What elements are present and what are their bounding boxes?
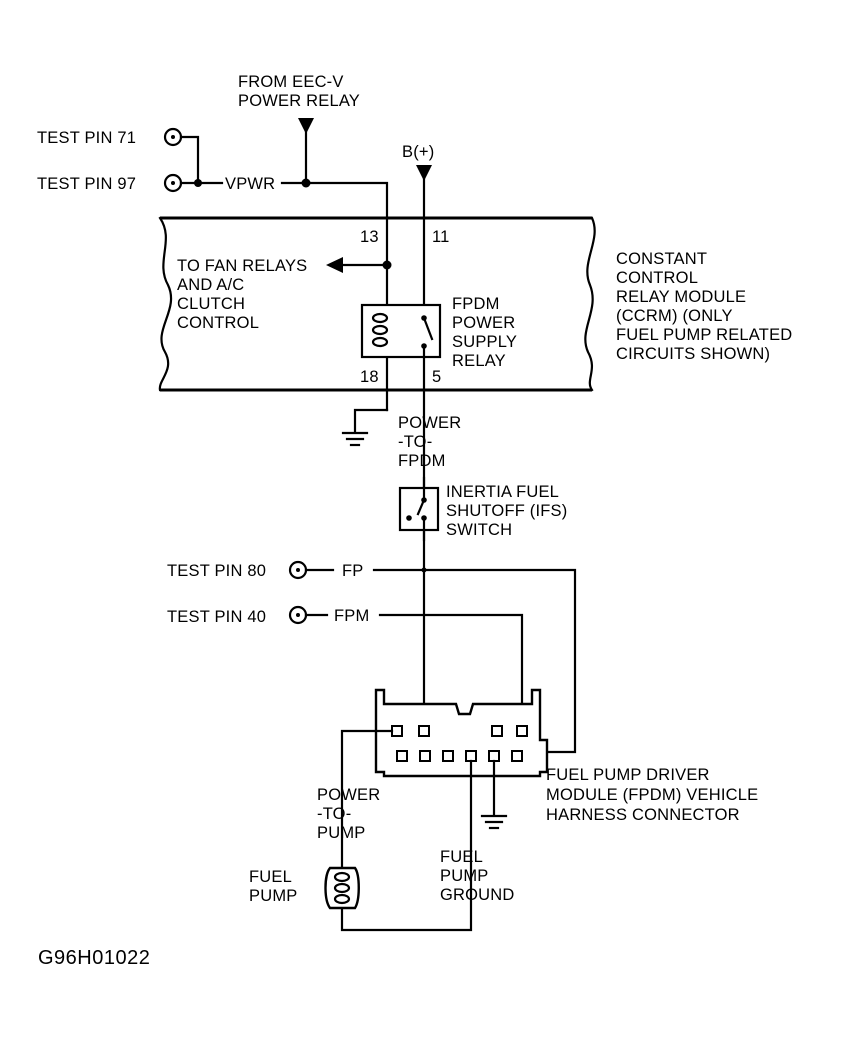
- ccrm-label-line4: (CCRM) (ONLY: [616, 307, 733, 325]
- fp-label: FP: [342, 562, 363, 580]
- ccrm-pin-11: 11: [432, 228, 450, 246]
- pump-ground-line1: FUEL: [440, 848, 483, 866]
- ccrm-label-line3: RELAY MODULE: [616, 288, 746, 306]
- power-to-pump-wire: [340, 729, 394, 868]
- fan-relays-line1: TO FAN RELAYS: [177, 257, 307, 275]
- ccrm-module-outline: [158, 216, 596, 392]
- eec-relay-label-line2: POWER RELAY: [238, 92, 360, 110]
- fan-relay-arrow-icon: [326, 257, 343, 273]
- pump-ground-line2: PUMP: [440, 867, 488, 885]
- fpm-wire: [378, 613, 524, 732]
- ifs-switch: [398, 476, 440, 542]
- ccrm-label-line5: FUEL PUMP RELATED: [616, 326, 792, 344]
- fpdm-connector-line1: FUEL PUMP DRIVER: [546, 766, 710, 784]
- fan-relays-line4: CONTROL: [177, 314, 259, 332]
- battery-arrow-icon: [416, 165, 432, 181]
- figure-id: G96H01022: [38, 947, 150, 969]
- fuel-pump-line2: PUMP: [249, 887, 297, 905]
- ccrm-pin-13: 13: [360, 228, 379, 246]
- fp-wire: [372, 568, 577, 754]
- fuel-pump-line1: FUEL: [249, 868, 292, 886]
- fpdm-connector-line2: MODULE (FPDM) VEHICLE: [546, 786, 758, 804]
- fan-relays-line2: AND A/C: [177, 276, 244, 294]
- fuel-pump-icon: [324, 866, 360, 910]
- fpdm-connector-line3: HARNESS CONNECTOR: [546, 806, 740, 824]
- relay-coil-icon: [371, 312, 389, 348]
- relay-label-line1: FPDM: [452, 295, 500, 313]
- ccrm-pin-18: 18: [360, 368, 379, 386]
- test-pin-71: TEST PIN 71: [37, 127, 200, 185]
- power-to-pump-line3: PUMP: [317, 824, 365, 842]
- power-to-pump-line2: -TO-: [317, 805, 351, 823]
- fan-relays-line3: CLUTCH: [177, 295, 245, 313]
- relay-label-line4: RELAY: [452, 352, 506, 370]
- ccrm-pin-5: 5: [432, 368, 441, 386]
- ccrm-ground-icon: [341, 408, 389, 447]
- relay-label-line2: POWER: [452, 314, 515, 332]
- test-pin-80-label: TEST PIN 80: [167, 562, 266, 580]
- power-to-fpdm-line2: -TO-: [398, 433, 432, 451]
- vpwr-label: VPWR: [225, 175, 275, 193]
- power-to-fpdm-line3: FPDM: [398, 452, 446, 470]
- test-pin-97-label: TEST PIN 97: [37, 175, 136, 193]
- test-pin-71-label: TEST PIN 71: [37, 129, 136, 147]
- ifs-label-line1: INERTIA FUEL: [446, 483, 559, 501]
- ifs-label-line2: SHUTOFF (IFS): [446, 502, 567, 520]
- fuel-pump-ground-wire: [340, 759, 473, 932]
- ccrm-label-line2: CONTROL: [616, 269, 698, 287]
- eec-relay-arrow-icon: [298, 118, 314, 134]
- power-to-pump-line1: POWER: [317, 786, 380, 804]
- power-to-fpdm-line1: POWER: [398, 414, 461, 432]
- ccrm-label-line6: CIRCUITS SHOWN): [616, 345, 770, 363]
- battery-label: B(+): [402, 143, 434, 161]
- fpdm-harness-connector: [374, 688, 549, 778]
- test-pin-97: TEST PIN 97: [37, 173, 224, 193]
- fpdm-power-supply-relay: [360, 303, 442, 359]
- pump-ground-line3: GROUND: [440, 886, 515, 904]
- fpm-label: FPM: [334, 607, 369, 625]
- test-pin-40-label: TEST PIN 40: [167, 608, 266, 626]
- eec-relay-label-line1: FROM EEC-V: [238, 73, 344, 91]
- ccrm-label-line1: CONSTANT: [616, 250, 707, 268]
- fan-relay-branch: [326, 257, 392, 273]
- fpdm-ground-icon: [480, 759, 508, 830]
- ifs-label-line3: SWITCH: [446, 521, 512, 539]
- relay-label-line3: SUPPLY: [452, 333, 517, 351]
